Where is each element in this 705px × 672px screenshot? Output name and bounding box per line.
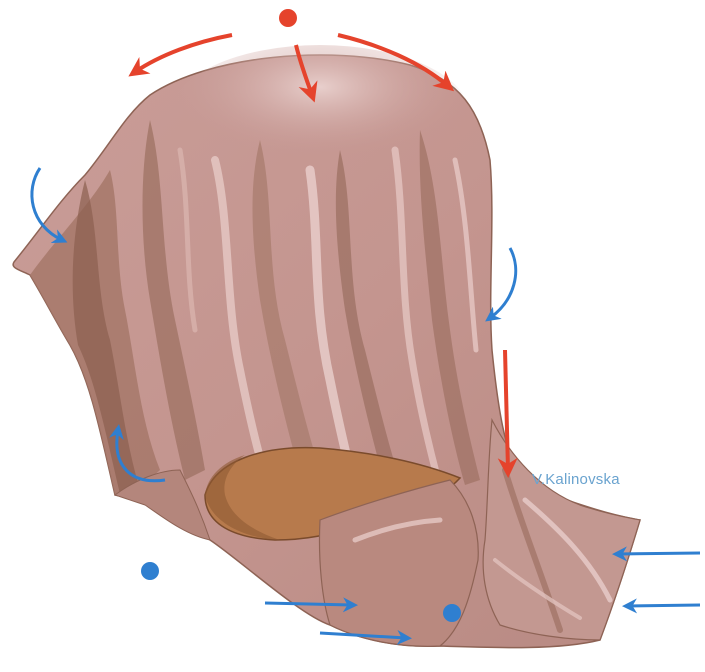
blue-arrow-right-1: [618, 553, 700, 554]
blue-dot-bottom: [443, 604, 461, 622]
red-dot-top: [279, 9, 297, 27]
blue-arrow-bottom-1: [265, 603, 352, 605]
blue-arrow-right-2: [628, 605, 700, 606]
blue-dot-left: [141, 562, 159, 580]
blue-curl-arrow-right: [490, 248, 516, 318]
artist-signature: V.Kalinovska: [532, 471, 620, 488]
cloth: [13, 45, 640, 648]
